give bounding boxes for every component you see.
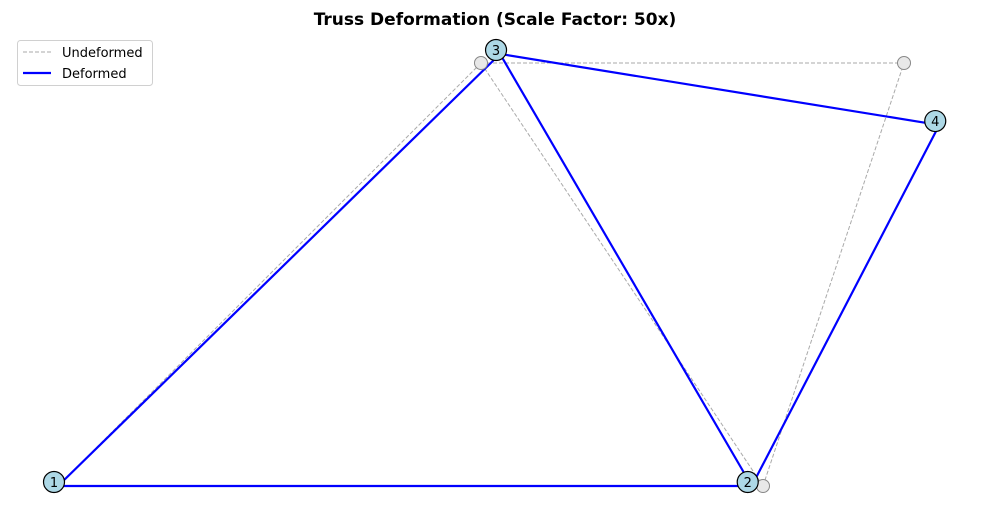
deformed-nodes: 1 2 3 4 xyxy=(42,38,947,494)
node-2 xyxy=(736,470,759,494)
deformed-member-2-3 xyxy=(499,53,753,487)
legend-undeformed-label: Undeformed xyxy=(62,46,143,61)
deformed-member-2-4 xyxy=(750,124,941,487)
deformed-members xyxy=(57,52,941,488)
deformed-member-3-4 xyxy=(499,52,940,127)
undeformed-node-4 xyxy=(897,56,911,70)
legend-deformed-label: Deformed xyxy=(62,67,127,82)
node-label-1: 1 xyxy=(50,476,58,491)
node-1 xyxy=(42,470,66,494)
chart-title: Truss Deformation (Scale Factor: 50x) xyxy=(314,10,677,30)
undeformed-member-2-3 xyxy=(480,62,764,487)
node-label-3: 3 xyxy=(492,44,500,59)
undeformed-member-1-3 xyxy=(57,62,482,487)
undeformed-member-2-4 xyxy=(762,62,905,487)
legend: Undeformed Deformed xyxy=(17,40,153,86)
deformed-member-1-3 xyxy=(57,53,501,487)
undeformed-nodes xyxy=(474,56,911,493)
undeformed-node-3 xyxy=(474,56,488,70)
node-4 xyxy=(924,109,947,133)
undeformed-members xyxy=(57,62,905,487)
node-label-2: 2 xyxy=(744,476,752,491)
node-label-4: 4 xyxy=(931,115,939,130)
node-3 xyxy=(484,38,508,62)
legend-box xyxy=(17,40,153,86)
